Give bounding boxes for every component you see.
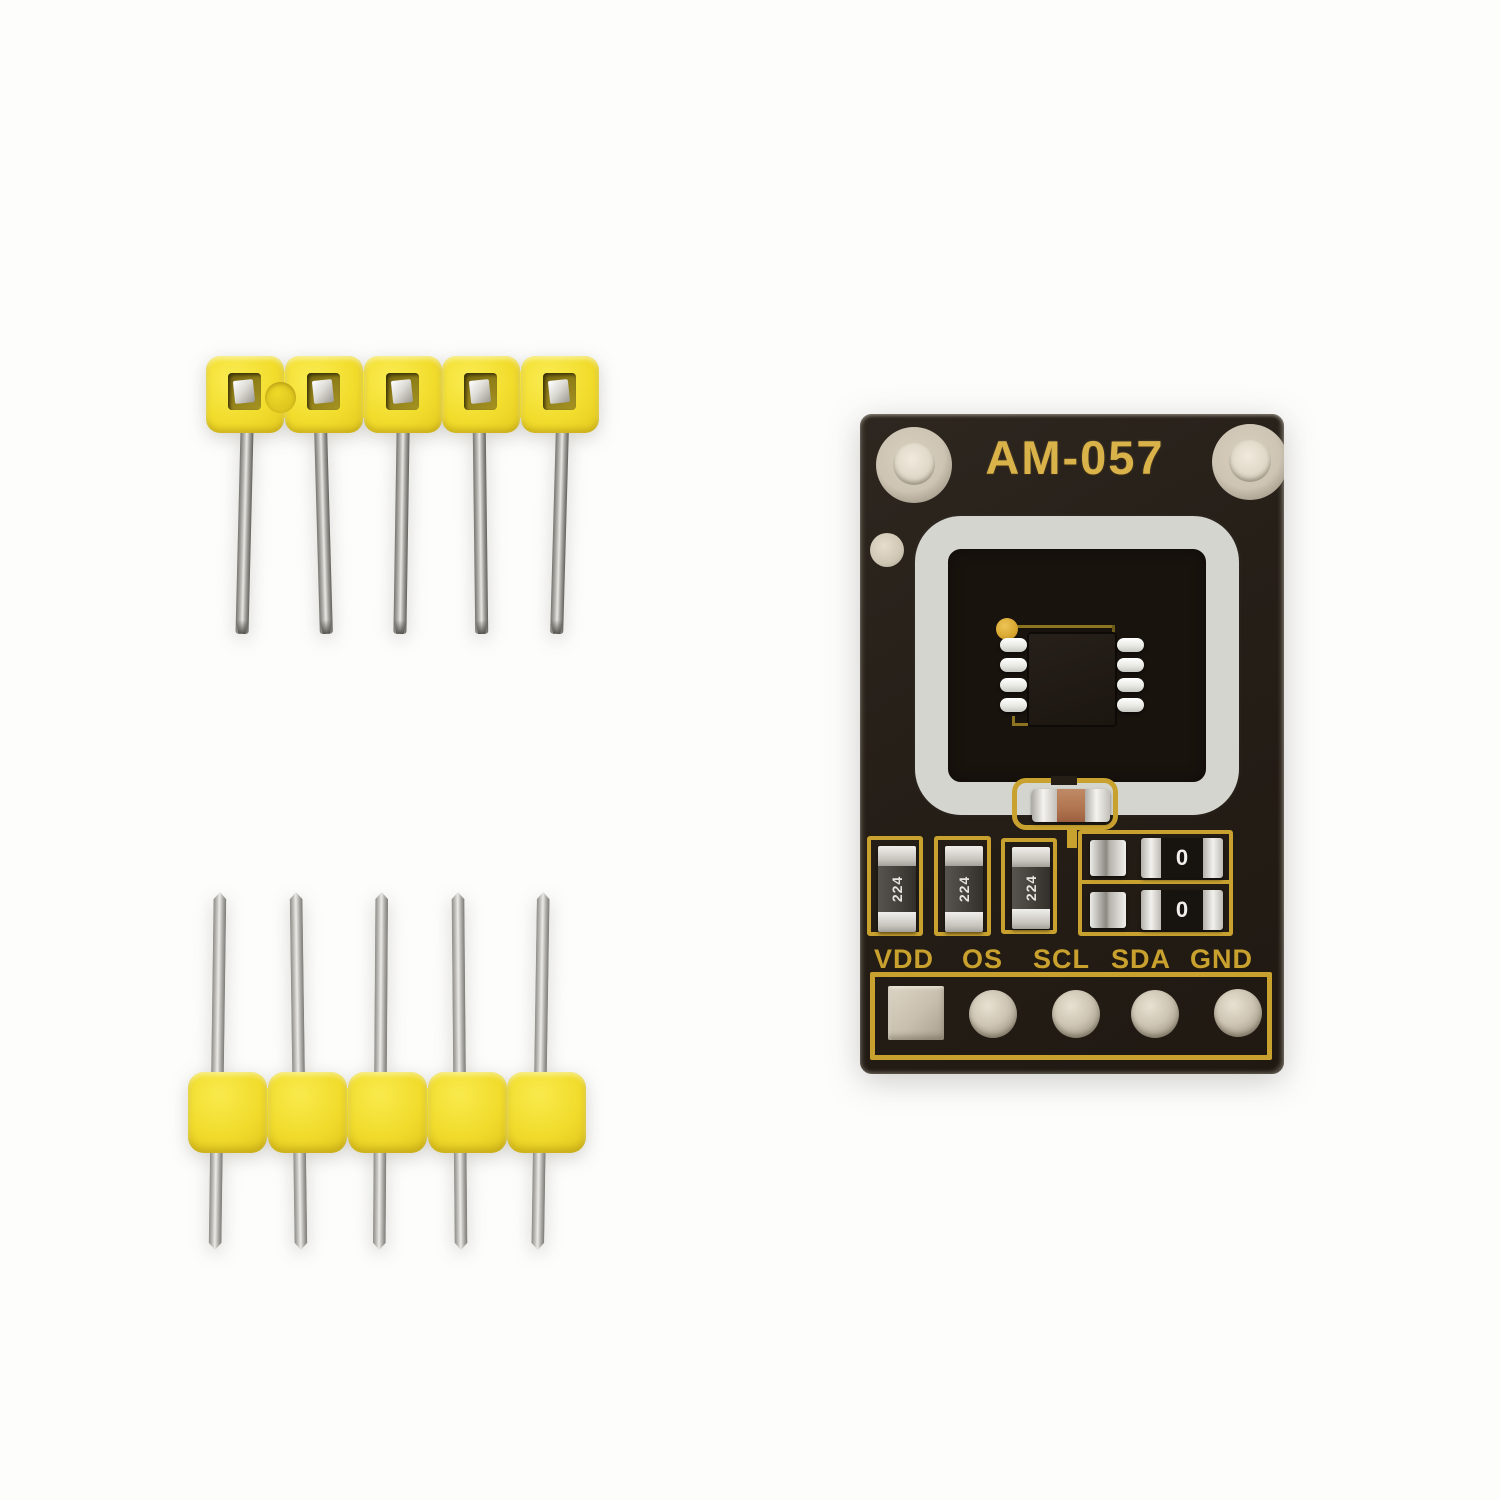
silkscreen-corner	[1012, 716, 1015, 726]
resistor-terminal	[878, 912, 916, 932]
resistor-terminal	[945, 912, 983, 932]
chip-pin	[1117, 638, 1144, 652]
header-pin	[235, 429, 254, 635]
header-pin	[289, 892, 309, 1250]
through-hole-pad	[969, 990, 1017, 1038]
board-title: AM-057	[985, 431, 1165, 484]
resistor-box: 224	[934, 836, 991, 936]
pad-row-outline	[870, 972, 1272, 1060]
jumper-group-divider	[1082, 880, 1229, 884]
resistor-marking: 224	[1022, 874, 1039, 902]
header-pin	[208, 892, 228, 1250]
header-pin	[314, 429, 333, 635]
jumper-group-outline	[1078, 830, 1233, 936]
chip-pin	[1000, 658, 1027, 672]
pin1-dot	[996, 618, 1018, 640]
resistor-marking: 224	[888, 875, 905, 903]
header-segment	[428, 1072, 507, 1153]
resistor-terminal	[878, 846, 916, 866]
socket-contact	[468, 379, 492, 404]
silkscreen-line	[1015, 625, 1115, 628]
resistor: 224	[945, 846, 983, 932]
capacitor-terminal	[1032, 789, 1057, 822]
pin-label-os: OS	[962, 944, 1004, 974]
resistor: 224	[1012, 847, 1050, 929]
header-segment	[268, 1072, 347, 1153]
through-hole-pad-1	[888, 986, 944, 1040]
zero-ohm-resistor: 0	[1141, 890, 1223, 930]
socket-cell	[364, 356, 442, 433]
mounting-hole-left	[876, 427, 952, 503]
pin-label-sda: SDA	[1111, 944, 1172, 974]
resistor-terminal	[1012, 847, 1050, 867]
chip-pin	[1000, 698, 1027, 712]
zero-ohm-marking: 0	[1161, 890, 1203, 930]
header-pin	[393, 429, 410, 635]
resistor-terminal	[1012, 909, 1050, 929]
header-pin	[372, 892, 389, 1250]
socket-cell	[521, 356, 599, 433]
through-hole-pad	[1131, 990, 1179, 1038]
header-pin	[450, 892, 468, 1250]
smd-capacitor	[1090, 892, 1126, 928]
resistor-box: 224	[1001, 838, 1057, 934]
chip-pin	[1117, 658, 1144, 672]
socket-contact	[311, 379, 335, 404]
header-pin	[530, 892, 551, 1250]
header-segment	[348, 1072, 427, 1153]
socket-hole	[228, 373, 261, 410]
chip-pin	[1117, 698, 1144, 712]
resistor-terminal	[1203, 838, 1223, 878]
chip-pin	[1117, 678, 1144, 692]
through-hole-pad	[1052, 990, 1100, 1038]
resistor-box: 224	[867, 836, 923, 936]
through-hole-pad	[1214, 989, 1262, 1037]
socket-hole	[464, 373, 497, 410]
header-pin	[472, 429, 489, 635]
socket-hole	[386, 373, 419, 410]
zero-ohm-resistor: 0	[1141, 838, 1223, 878]
socket-contact	[232, 379, 256, 404]
pin-label-gnd: GND	[1190, 944, 1253, 974]
socket-hole	[543, 373, 576, 410]
header-dimple	[265, 382, 296, 413]
resistor-body: 224	[945, 866, 983, 912]
resistor-body: 224	[878, 866, 916, 912]
chip-pin	[1000, 638, 1027, 652]
capacitor-body	[1057, 789, 1085, 822]
resistor-marking: 224	[955, 875, 972, 903]
resistor-terminal	[1141, 838, 1161, 878]
silkscreen-corner	[1112, 625, 1115, 637]
socket-cell	[442, 356, 520, 433]
socket-cell	[285, 356, 363, 433]
resistor: 224	[878, 846, 916, 932]
socket-contact	[390, 379, 414, 404]
socket-hole	[307, 373, 340, 410]
header-pin	[550, 429, 569, 635]
capacitor-terminal	[1085, 789, 1110, 822]
silkscreen-trace	[1067, 828, 1077, 848]
female-header	[206, 356, 599, 640]
male-header-body	[188, 1072, 586, 1153]
resistor-terminal	[945, 846, 983, 866]
header-segment	[507, 1072, 586, 1153]
resistor-terminal	[1203, 890, 1223, 930]
mounting-hole-right	[1212, 424, 1284, 500]
sensor-chip	[1027, 632, 1117, 727]
header-segment	[188, 1072, 267, 1153]
smd-capacitor	[1090, 840, 1126, 876]
pin-label-scl: SCL	[1033, 944, 1090, 974]
silkscreen-corner	[1012, 723, 1028, 726]
capacitor	[1032, 789, 1110, 822]
resistor-body: 224	[1012, 867, 1050, 909]
pin-label-vdd: VDD	[874, 944, 935, 974]
zero-ohm-marking: 0	[1161, 838, 1203, 878]
capacitor-outline-notch	[1051, 776, 1077, 785]
fiducial-pad	[870, 533, 904, 567]
chip-pin	[1000, 678, 1027, 692]
socket-contact	[547, 379, 571, 404]
male-header	[188, 892, 586, 1250]
sensor-board: AM-057 224	[860, 414, 1284, 1074]
resistor-terminal	[1141, 890, 1161, 930]
